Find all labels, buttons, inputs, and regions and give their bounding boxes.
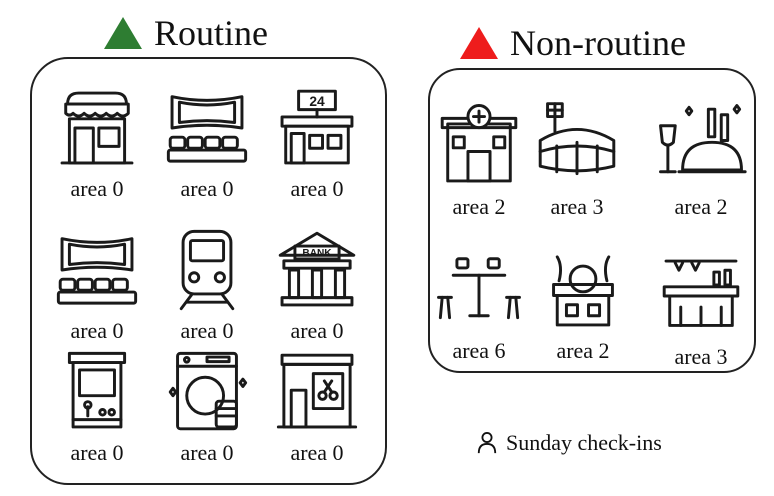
24-hour-store-icon: 24 (280, 89, 354, 165)
bank-icon: BANK (278, 231, 356, 307)
routine-venue: 24 area 0 (262, 82, 372, 212)
nonroutine-venue: area 2 (646, 100, 756, 230)
routine-title: Routine (154, 13, 268, 53)
venue-label: area 0 (180, 440, 234, 465)
nonroutine-venue: area 2 (424, 100, 534, 230)
nonroutine-heading: Non-routine (460, 22, 686, 64)
nonroutine-panel (428, 68, 756, 373)
svg-text:24: 24 (309, 94, 325, 109)
venue-label: area 0 (180, 176, 234, 201)
laundromat-icon (168, 351, 248, 431)
venue-label: area 0 (290, 176, 344, 201)
cinema-screen-icon (166, 95, 248, 163)
fine-dining-icon (659, 104, 747, 174)
legend-label: Sunday check-ins (506, 430, 662, 455)
routine-panel (30, 57, 387, 485)
venue-label: area 0 (180, 318, 234, 343)
nonroutine-title: Non-routine (510, 23, 686, 63)
routine-venue: area 0 (42, 224, 152, 354)
cafe-table-icon (437, 257, 521, 320)
routine-venue: BANK area 0 (262, 224, 372, 354)
venue-label: area 2 (556, 338, 610, 363)
venue-label: area 2 (452, 194, 506, 219)
red-triangle-icon (460, 27, 498, 59)
green-triangle-icon (104, 17, 142, 49)
routine-venue: area 0 (42, 82, 152, 212)
venue-label: area 0 (290, 440, 344, 465)
venue-label: area 6 (452, 338, 506, 363)
venue-label: area 3 (674, 344, 728, 369)
nonroutine-venue: area 6 (424, 244, 534, 374)
person-icon (477, 432, 497, 454)
barber-shop-icon (276, 353, 358, 429)
arcade-machine-icon (67, 351, 127, 429)
routine-venue: area 0 (152, 82, 262, 212)
nonroutine-venue: area 2 (528, 244, 638, 374)
bowling-alley-icon (552, 255, 614, 327)
cinema-screen-icon (56, 237, 138, 305)
venue-label: area 3 (550, 194, 604, 219)
routine-venue: area 0 (262, 346, 372, 476)
svg-text:BANK: BANK (302, 248, 332, 259)
venue-label: area 0 (70, 318, 124, 343)
venue-label: area 0 (70, 176, 124, 201)
venue-label: area 2 (674, 194, 728, 219)
routine-venue: area 0 (152, 346, 262, 476)
nonroutine-venue: area 3 (522, 100, 632, 230)
nonroutine-venue: area 3 (646, 250, 756, 380)
stadium-icon (538, 102, 616, 176)
legend: Sunday check-ins (476, 430, 662, 456)
train-icon (179, 229, 235, 311)
routine-heading: Routine (104, 12, 268, 54)
bar-counter-icon (662, 259, 740, 327)
bakery-storefront-icon (60, 91, 134, 165)
hospital-icon (440, 104, 518, 183)
routine-venue: area 0 (152, 224, 262, 354)
venue-label: area 0 (70, 440, 124, 465)
venue-label: area 0 (290, 318, 344, 343)
routine-venue: area 0 (42, 346, 152, 476)
